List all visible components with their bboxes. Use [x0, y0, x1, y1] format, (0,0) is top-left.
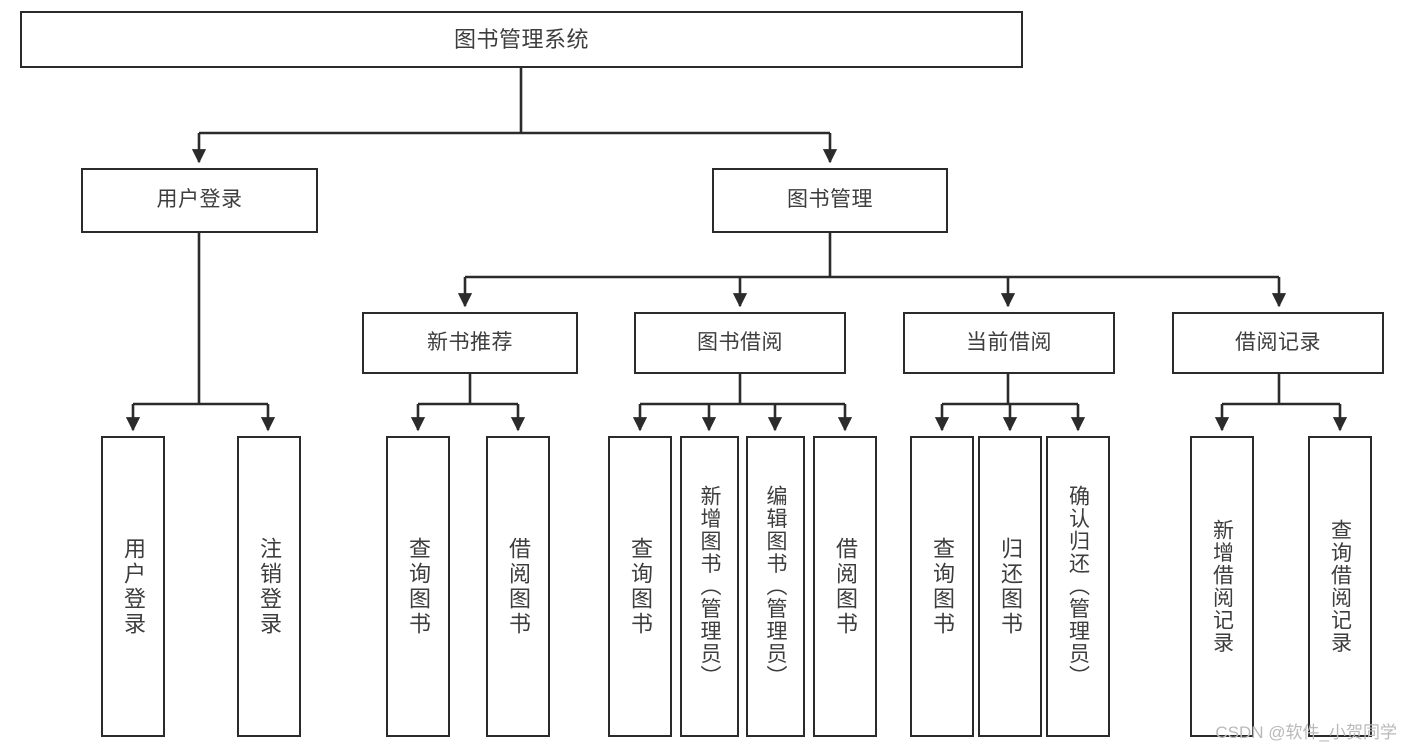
node-label: 图书管理 [787, 188, 873, 212]
node-label: 图书借阅 [697, 330, 783, 354]
node-label: 用户登录 [156, 188, 243, 212]
node-label: 新书推荐 [427, 330, 513, 354]
node-root-book-management-system[interactable]: 图书管理系统 [20, 11, 1023, 68]
node-label: 查询借阅记录 [1328, 519, 1352, 654]
leaf-borrow-book-borrow[interactable]: 借阅图书 [813, 436, 877, 737]
node-label: 编辑图书（管理员） [764, 485, 787, 688]
leaf-user-login[interactable]: 用户登录 [101, 436, 165, 737]
leaf-borrow-book-recommend[interactable]: 借阅图书 [486, 436, 550, 737]
node-label: 新增借阅记录 [1210, 519, 1234, 654]
node-label: 归还图书 [998, 536, 1023, 637]
node-label: 用户登录 [121, 536, 146, 637]
leaf-add-book-admin[interactable]: 新增图书（管理员） [680, 436, 739, 737]
node-label: 新增图书（管理员） [698, 485, 721, 688]
node-book-borrow[interactable]: 图书借阅 [634, 312, 846, 374]
node-current-borrow[interactable]: 当前借阅 [903, 312, 1115, 374]
leaf-confirm-return-admin[interactable]: 确认归还（管理员） [1046, 436, 1110, 737]
node-label: 借阅图书 [506, 536, 531, 637]
node-label: 当前借阅 [966, 330, 1052, 354]
node-label: 借阅图书 [833, 536, 858, 637]
node-label: 注销登录 [257, 536, 282, 637]
node-label: 查询图书 [406, 536, 431, 637]
leaf-logout-login[interactable]: 注销登录 [237, 436, 301, 737]
leaf-query-book-current[interactable]: 查询图书 [910, 436, 974, 737]
node-user-login[interactable]: 用户登录 [81, 168, 318, 233]
node-label: 借阅记录 [1235, 330, 1321, 354]
node-label: 确认归还（管理员） [1066, 485, 1090, 688]
node-label: 查询图书 [628, 536, 653, 637]
leaf-query-book-recommend[interactable]: 查询图书 [386, 436, 450, 737]
node-borrow-record[interactable]: 借阅记录 [1172, 312, 1384, 374]
node-book-management[interactable]: 图书管理 [712, 168, 948, 233]
leaf-query-borrow-record[interactable]: 查询借阅记录 [1308, 436, 1372, 737]
node-label: 查询图书 [930, 536, 955, 637]
leaf-query-book-borrow[interactable]: 查询图书 [608, 436, 672, 737]
node-label: 图书管理系统 [453, 26, 589, 52]
leaf-add-borrow-record[interactable]: 新增借阅记录 [1190, 436, 1254, 737]
leaf-return-book[interactable]: 归还图书 [978, 436, 1042, 737]
leaf-edit-book-admin[interactable]: 编辑图书（管理员） [746, 436, 805, 737]
csdn-watermark: CSDN @软件_小贺同学 [1215, 723, 1397, 742]
node-new-book-recommend[interactable]: 新书推荐 [362, 312, 578, 374]
